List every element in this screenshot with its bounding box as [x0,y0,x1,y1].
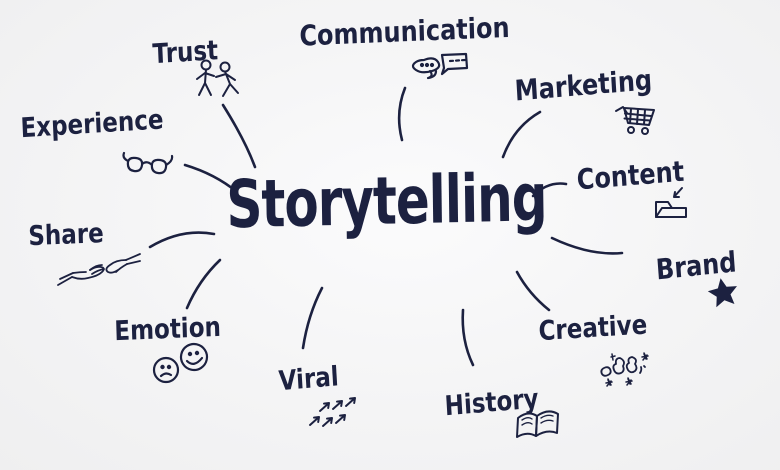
central-topic: Storytelling [225,159,548,244]
connector-marketing [501,110,542,159]
node-share-label: Share [27,218,105,253]
shopping-cart-icon [615,106,655,135]
connector-trust [221,103,257,169]
connector-creative [515,270,551,312]
connector-experience [183,163,239,194]
open-book-icon [516,410,559,438]
node-creative-label: Creative [537,309,648,348]
folder-inbox-icon [655,187,687,218]
connector-brand [550,236,624,255]
connector-viral [301,286,324,350]
connector-history [461,308,475,367]
speech-bubbles-icon [411,52,469,80]
sharing-hands-icon [57,253,141,286]
smiley-faces-icon [152,342,209,384]
connector-share [148,231,216,249]
connector-content [531,182,568,198]
connector-communication [397,86,407,142]
stick-figures-icon [196,59,239,97]
spreading-arrows-icon [309,397,356,427]
connector-emotion [185,258,222,310]
node-communication-label: Communication [298,10,510,53]
eyeglasses-icon [122,151,174,175]
star-icon [707,278,737,308]
sparkle-doodle-icon [600,352,649,387]
